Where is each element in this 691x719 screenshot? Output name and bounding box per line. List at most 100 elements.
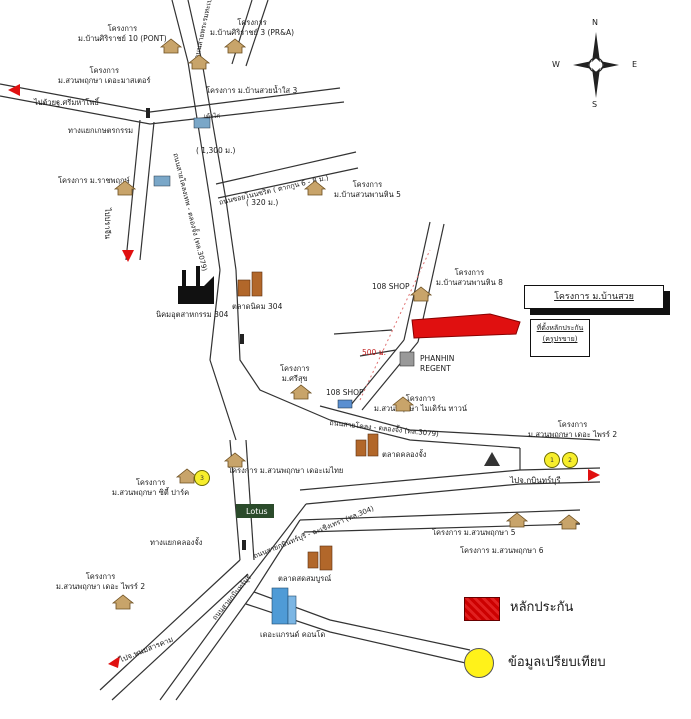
project-title-box: โครงการ ม.บ้านสวย	[524, 285, 664, 309]
label-proj-siri10: โครงการ ม.บ้านศิริราชย์ 10 (PONT)	[78, 24, 167, 43]
compass-rose	[573, 32, 619, 98]
phanhin-building-icon	[399, 351, 415, 367]
road-500-b	[359, 349, 397, 357]
house-icon	[224, 452, 246, 468]
lotus-store-box	[236, 504, 274, 518]
arrow-right-kabin	[588, 469, 600, 481]
arrow-left-phanom	[108, 656, 120, 668]
arrow-down-prachin	[122, 250, 134, 262]
road-southwest-b	[111, 573, 249, 701]
comparison-marker: 2	[562, 452, 578, 468]
road-left-vertical-b	[139, 121, 155, 261]
road-kratum-b	[217, 167, 359, 199]
shop-108-icon	[337, 399, 353, 409]
house-icon	[112, 594, 134, 610]
building-icon	[237, 271, 379, 571]
label-kaset-junction: ทางแยกเกษตรกรรม	[68, 126, 134, 135]
house-icon	[392, 396, 414, 412]
label-proj-free2-left: โครงการ ม.สวนพฤกษา เดอะ ไพรร์ 2	[56, 572, 146, 591]
label-dist-320: ( 320 ม.)	[246, 198, 279, 207]
label-proj-suan5: โครงการ ม.สวนพฤกษา 5	[432, 528, 516, 537]
label-proj-suan-master: โครงการ ม.สวนพฤกษา เดอะมาสเตอร์	[58, 66, 151, 85]
site-sub-label: (ครูปรขาย)	[542, 335, 578, 343]
house-icon	[506, 512, 528, 528]
legend-collateral-swatch	[464, 597, 500, 621]
label-phanhin: PHANHIN REGENT	[420, 354, 455, 373]
road-project-a	[403, 221, 431, 341]
road-southwest-a	[99, 559, 241, 691]
house-icon	[160, 38, 182, 54]
label-condo: เดอะแกรนด์ คอนโด	[260, 630, 326, 639]
compass-e: E	[632, 60, 638, 69]
label-proj-phan8: โครงการ ม.บ้านสวนพานหิน 8	[436, 268, 503, 287]
road-sriracha-b	[0, 95, 345, 125]
site-label: ที่ตั้งหลักประกัน	[536, 324, 584, 332]
legend-collateral-text: หลักประกัน	[510, 600, 574, 615]
road-south-vertical-b	[245, 439, 255, 561]
arrow-left-sriracha	[8, 84, 20, 96]
label-market-sombun: ตลาดสดสมบูรณ์	[278, 574, 332, 583]
road-500-a	[333, 329, 393, 335]
label-proj-suan-ville-left: โครงการ ม.สวนพฤกษา ซิตี้ ปาร์ค	[112, 478, 190, 497]
label-proj-free2-right: โครงการ ม.สวนพฤกษา เดอะ ไพรร์ 2	[528, 420, 618, 439]
road-main-diag-a	[329, 419, 521, 449]
label-dist-500: 500 ม.	[362, 348, 387, 357]
house-icon	[224, 38, 246, 54]
house-icon	[410, 286, 432, 302]
house-icon	[188, 54, 210, 70]
road-left-vertical-a	[125, 119, 141, 261]
collateral-area	[411, 313, 521, 339]
factory-icon	[178, 266, 214, 304]
road-middle-left-a	[209, 269, 237, 441]
road-middle-left-b	[235, 269, 331, 421]
road-main-diag-b	[319, 405, 601, 441]
label-lotus: Lotus	[246, 507, 268, 516]
road-kabin-b	[305, 481, 601, 505]
label-dist-1300: ( 1,300 ม.)	[196, 146, 236, 155]
road-connector-a	[349, 339, 405, 407]
road-phanom-a	[159, 503, 307, 701]
gas-station-icon	[153, 117, 211, 187]
direction-kabin: ไปจ.กบินทร์บุรี	[510, 476, 561, 485]
compass-s: S	[592, 100, 598, 109]
label-proj-nam-sai3: โครงการ ม.บ้านสวยน้ำใส 3	[206, 86, 298, 95]
site-label-box: ที่ตั้งหลักประกัน (ครูปรขาย)	[530, 319, 590, 357]
label-proj-suan-mansion: โครงการ ม.สวนพฤกษา ไมเดิร์น ทาวน์	[374, 394, 467, 413]
house-icon	[304, 180, 326, 196]
compass-n: N	[592, 18, 598, 27]
direction-sriracha: ไปต้วยฐ.ศรีมหาโพธิ์	[34, 98, 99, 107]
condo-tower-icon	[271, 587, 297, 625]
label-proj-suan-mahod: โครงการ ม.สวนพฤกษา เดอะเมไทย	[228, 466, 344, 475]
house-icon	[290, 384, 312, 400]
comparison-marker: 1	[544, 452, 560, 468]
road-top-left-vertical-a	[171, 0, 221, 271]
label-market304: ตลาดนิคม 304	[232, 302, 283, 311]
label-proj-phan5: โครงการ ม.บ้านสวนพานหิน 5	[334, 180, 401, 199]
comparison-marker: 3	[194, 470, 210, 486]
road-top-left-vertical-b	[187, 0, 237, 271]
label-factory: นิคมอุตสาหกรรม 304	[156, 310, 229, 319]
label-proj-suan6: โครงการ ม.สวนพฤกษา 6	[460, 546, 544, 555]
project-title: โครงการ ม.บ้านสวย	[554, 292, 634, 302]
temple-icon	[484, 452, 500, 466]
legend-comparison-swatch	[464, 648, 494, 678]
road-east-lower-a	[299, 509, 581, 521]
label-market-klong: ตลาดคลองจั้ง	[382, 450, 427, 459]
label-proj-siri-pt: โครงการ ม.บ้านศิริราชย์ 3 (PR&A)	[210, 18, 295, 37]
road-east-lower-b	[303, 523, 581, 533]
label-proj-rachaphruek: โครงการ ม.ราชพฤกษ์	[58, 176, 130, 185]
label-proj-mansak: โครงการ ม.ศรีสุข	[280, 364, 310, 383]
house-icon	[114, 180, 136, 196]
label-gas: เต้าไก่	[204, 113, 220, 120]
label-shop108-bot: 108 SHOP	[326, 388, 364, 397]
legend-comparison-text: ข้อมูลเปรียบเทียบ	[508, 655, 606, 670]
direction-prachin: ไปปราจีน	[103, 208, 112, 240]
label-junction-klong: ทางแยกคลองจั้ง	[150, 538, 203, 547]
road-kratum-a	[215, 151, 357, 185]
traffic-light-icon	[146, 108, 246, 550]
house-icon	[558, 514, 580, 530]
compass-w: W	[552, 60, 560, 69]
road-top-right-b	[245, 0, 269, 67]
